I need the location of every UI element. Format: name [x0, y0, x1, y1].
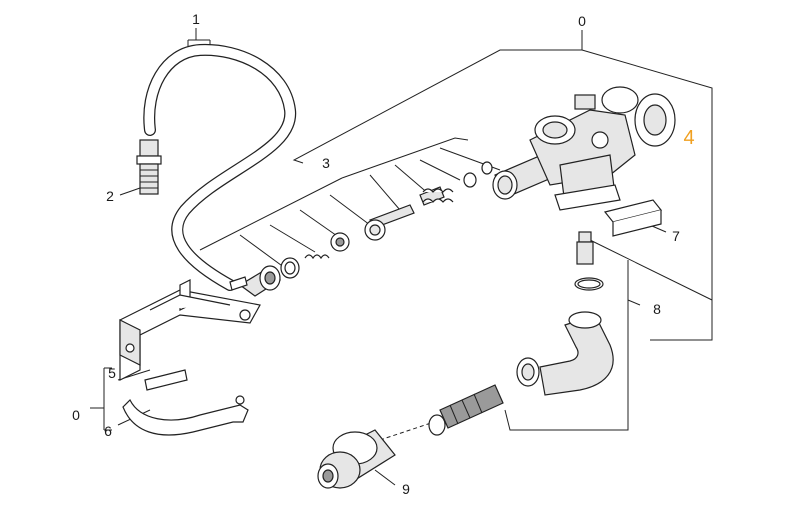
label-1: 1 — [192, 11, 200, 27]
strainer — [428, 384, 504, 436]
label-7: 7 — [672, 228, 680, 244]
inlet-coupling-part-9 — [317, 429, 396, 489]
elbow-pipe — [516, 311, 614, 396]
clip-part-7 — [603, 199, 663, 237]
valve-internals-part-3 — [280, 161, 493, 279]
filter-seal-part-8 — [574, 231, 604, 291]
assembly-bracket-lines — [90, 28, 713, 486]
label-0-left: 0 — [72, 407, 80, 423]
label-8: 8 — [653, 301, 661, 317]
hose-fitting-part-2 — [136, 139, 162, 195]
bracket-part-6 — [122, 369, 249, 436]
valve-body-part-4 — [492, 86, 676, 211]
label-5: 5 — [108, 365, 116, 381]
label-0-top: 0 — [578, 13, 586, 29]
label-3: 3 — [322, 155, 330, 171]
bracket-part-5 — [119, 279, 261, 381]
hose-part-1 — [143, 43, 297, 291]
label-9: 9 — [402, 481, 410, 497]
label-6: 6 — [104, 423, 112, 439]
valve-nozzle — [229, 265, 282, 297]
label-2: 2 — [106, 188, 114, 204]
label-4: 4 — [683, 127, 695, 149]
